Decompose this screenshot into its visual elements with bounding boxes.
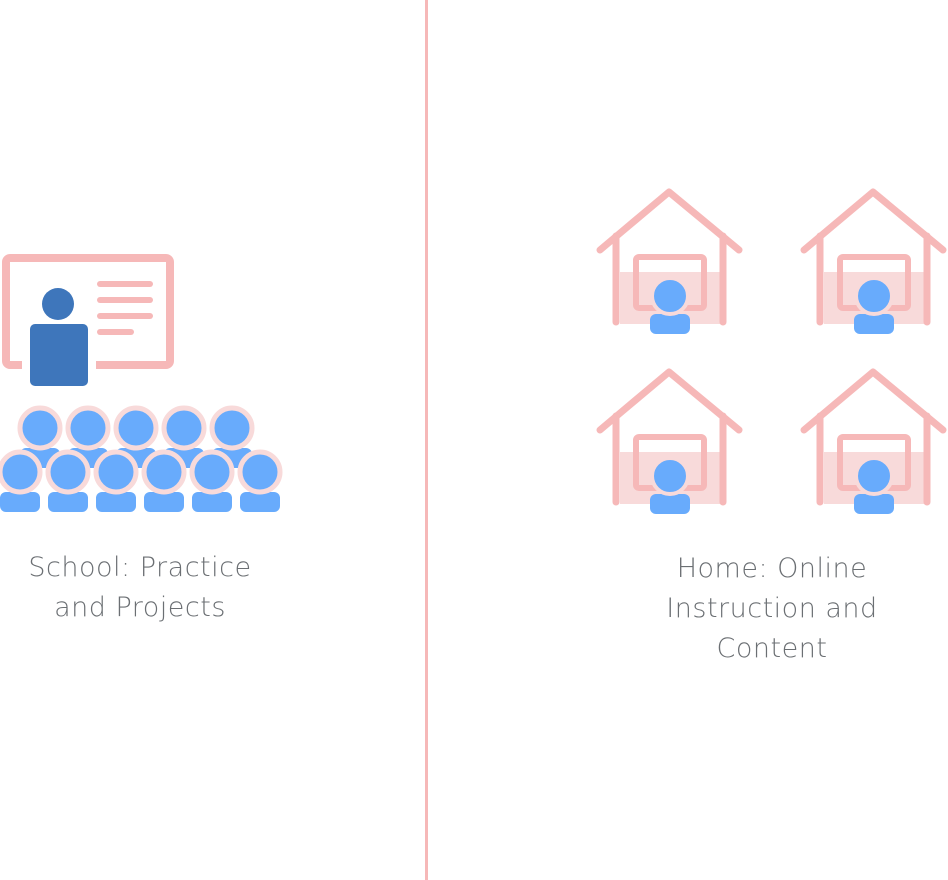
student-body [240,492,280,512]
learner-head [650,456,690,496]
homes-icon-group [596,188,947,514]
school-caption-line: School: Practice [28,552,252,583]
student-body [48,492,88,512]
learner-body [854,314,894,334]
learner-body [650,494,690,514]
learner-head [854,456,894,496]
student-head [113,405,159,451]
student-head [0,449,43,495]
student-head [65,405,111,451]
home-caption-line: Instruction and [666,593,878,624]
student-head [161,405,207,451]
learner-body [650,314,690,334]
student-icon [141,449,187,512]
student-head [93,449,139,495]
student-icon [93,449,139,512]
home-roof [800,368,947,434]
students-icon [0,405,283,512]
student-icon [237,449,283,512]
home-roof [800,188,947,254]
student-icon [189,449,235,512]
student-body [192,492,232,512]
learner-head [854,276,894,316]
home-caption-line: Content [716,633,828,664]
student-head [189,449,235,495]
home-icon [596,368,743,514]
home-roof [596,188,743,254]
teacher-whiteboard-icon [2,254,174,390]
home-caption-line: Home: Online [676,553,868,584]
student-head [45,449,91,495]
student-body [0,492,40,512]
student-head [209,405,255,451]
home-caption: Home: Online Instruction and Content [640,549,904,669]
school-caption: School: Practice and Projects [0,548,280,628]
student-head [141,449,187,495]
learner-head [650,276,690,316]
student-body [144,492,184,512]
teacher-body [30,324,88,386]
home-icon [800,368,947,514]
student-icon [0,449,43,512]
student-head [17,405,63,451]
home-roof [596,368,743,434]
school-caption-line: and Projects [54,592,226,623]
student-head [237,449,283,495]
home-icon [800,188,947,334]
learner-body [854,494,894,514]
student-body [96,492,136,512]
student-icon [45,449,91,512]
home-icon [596,188,743,334]
teacher-head [42,288,74,320]
divider-line [425,0,428,880]
